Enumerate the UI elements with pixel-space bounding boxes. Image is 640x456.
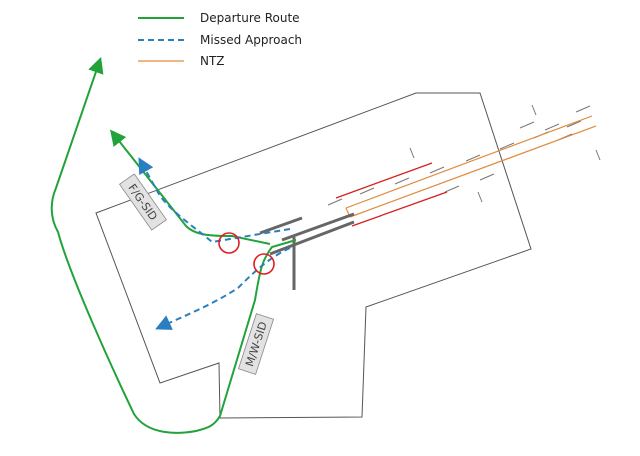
runway-south <box>269 220 355 256</box>
legend-departure-label: Departure Route <box>200 11 300 25</box>
legend-missed-label: Missed Approach <box>200 33 302 47</box>
runway-north <box>259 216 303 235</box>
waypoint-markers <box>218 232 275 275</box>
centerline-ticks <box>327 104 601 206</box>
runway-south-parallel <box>281 212 355 242</box>
waypoint-marker-west <box>218 232 240 254</box>
waypoint-marker-south <box>253 253 275 275</box>
departure-route-mw <box>50 56 297 434</box>
legend-ntz-label: NTZ <box>200 54 225 68</box>
approach-segments <box>335 162 448 227</box>
legend: Departure Route Missed Approach NTZ <box>138 11 302 68</box>
departure-route-fg <box>110 129 271 245</box>
missed-approach-fg <box>138 157 291 244</box>
ntz-zone <box>345 115 597 218</box>
missed-approach-mw <box>155 247 291 330</box>
runways <box>259 212 355 290</box>
mw-sid-label: M/W-SID <box>237 313 275 375</box>
departure-routes <box>50 56 297 434</box>
area-boundary <box>95 92 532 419</box>
missed-approach-routes <box>138 157 291 330</box>
